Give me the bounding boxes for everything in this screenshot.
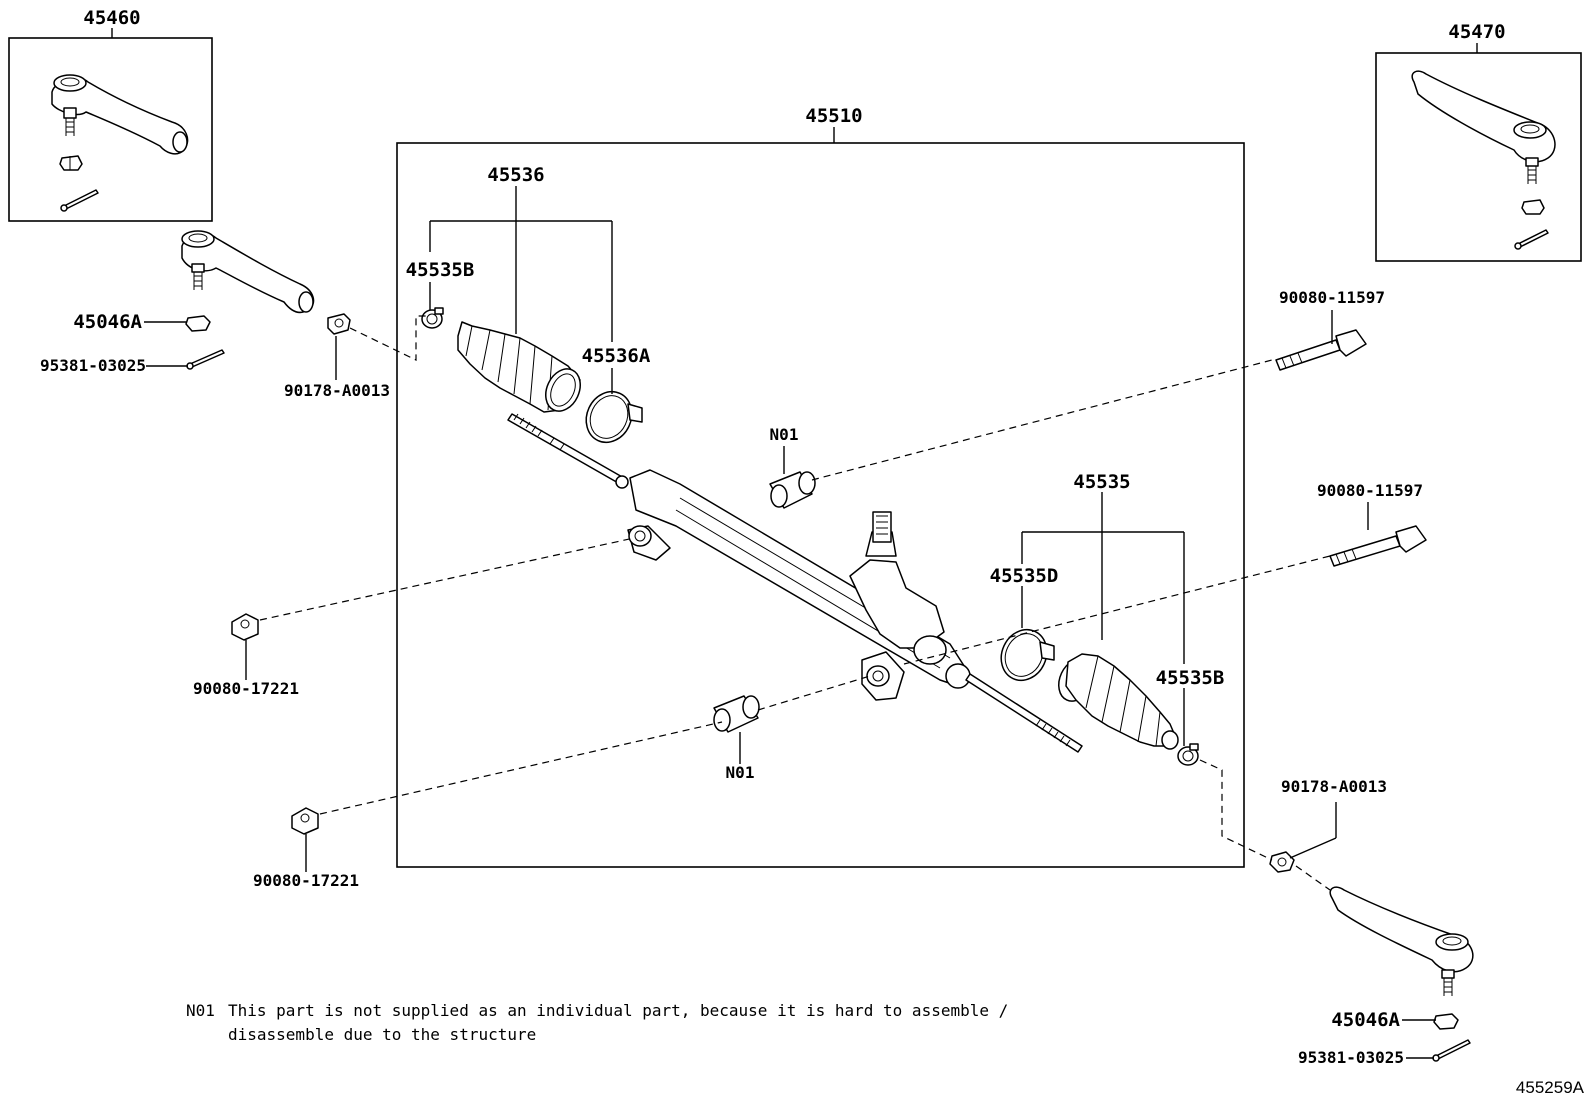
- nut-right: [1433, 1013, 1459, 1030]
- cotter-pin-right: [1435, 1039, 1471, 1060]
- clamp-right-large: [1000, 628, 1055, 682]
- label-clamp-left-large: 45536A: [582, 345, 651, 367]
- boot-right: [1058, 653, 1179, 750]
- tie-rod-end-rh-loose: [1329, 886, 1474, 996]
- label-cotter-pin-left: 95381-03025: [40, 356, 146, 375]
- label-nut-mount-lower: 90080-17221: [253, 871, 359, 890]
- label-washer-right: 90178-A0013: [1281, 777, 1387, 796]
- washer-left: [327, 313, 351, 335]
- label-tie-rod-end-rh-box: 45470: [1448, 21, 1505, 43]
- nut-mount-upper: [231, 613, 259, 641]
- steering-rack: [507, 413, 1083, 753]
- clamp-left-large: [585, 390, 643, 444]
- label-gear-assembly: 45510: [805, 105, 862, 127]
- diagram-reference-number: 455259A: [1516, 1078, 1585, 1097]
- label-clamp-right-small: 45535B: [1156, 667, 1225, 689]
- label-nut-left: 45046A: [73, 311, 142, 333]
- tie-rod-end-lh-boxed: [51, 74, 189, 212]
- label-nut-mount-upper: 90080-17221: [193, 679, 299, 698]
- tie-rod-end-rh-box: [1375, 52, 1582, 262]
- bushing-lower: [713, 695, 760, 733]
- label-bushing-lower: N01: [726, 763, 755, 782]
- nut-left: [185, 315, 211, 332]
- footnote-code: N01: [186, 1001, 215, 1020]
- footnote-line-1: This part is not supplied as an individu…: [228, 1001, 1008, 1020]
- tie-rod-end-lh-box: [8, 37, 213, 222]
- label-clamp-left-small: 45535B: [406, 259, 475, 281]
- boot-left: [457, 321, 581, 413]
- label-cotter-pin-right: 95381-03025: [1298, 1048, 1404, 1067]
- clamp-left-small: [421, 307, 444, 329]
- label-bushing-upper: N01: [770, 425, 799, 444]
- tie-rod-end-rh-boxed: [1411, 70, 1556, 250]
- label-boot-set-left: 45536: [487, 164, 544, 186]
- cotter-pin-left: [189, 349, 225, 368]
- nut-mount-lower: [291, 807, 319, 835]
- label-washer-left: 90178-A0013: [284, 381, 390, 400]
- clamp-right-small: [1177, 743, 1199, 766]
- gear-assembly-box: [396, 142, 1245, 868]
- label-nut-right: 45046A: [1331, 1009, 1400, 1031]
- label-boot-set-right: 45535: [1073, 471, 1130, 493]
- footnote-line-2: disassemble due to the structure: [228, 1025, 536, 1044]
- bushing-upper: [769, 471, 816, 509]
- washer-right: [1269, 851, 1295, 873]
- bolt-middle: [1329, 525, 1427, 567]
- label-bolt-upper: 90080-11597: [1279, 288, 1385, 307]
- bolt-upper: [1275, 329, 1367, 371]
- label-bolt-middle: 90080-11597: [1317, 481, 1423, 500]
- tie-rod-end-lh-loose: [181, 230, 315, 314]
- label-clamp-right-large: 45535D: [990, 565, 1059, 587]
- label-tie-rod-end-lh-box: 45460: [83, 7, 140, 29]
